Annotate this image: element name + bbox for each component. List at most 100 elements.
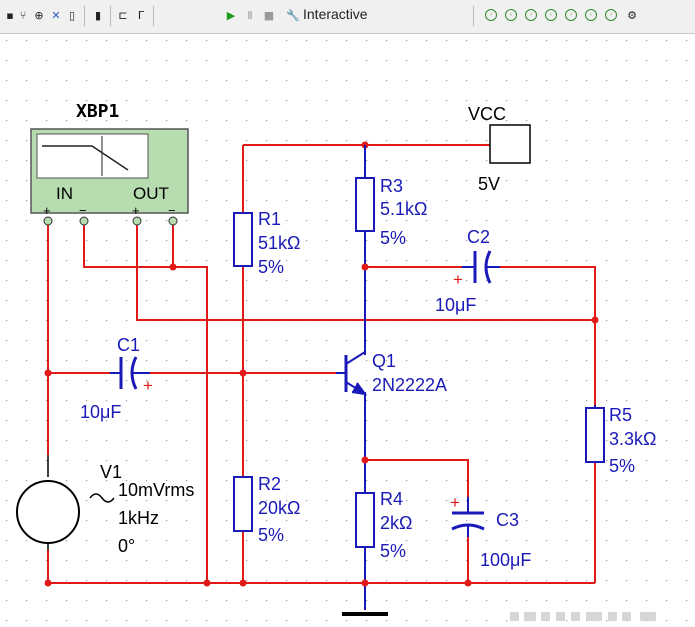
bode-in-label: IN [56,184,73,203]
resistor-r2[interactable]: R2 20kΩ 5% [233,474,300,545]
analysis-fourier-icon[interactable]: ◦ [605,9,617,21]
bode-out-minus-sign: − [168,203,176,218]
q1-name: Q1 [372,351,396,371]
r1-name: R1 [258,209,281,229]
wrench-icon[interactable]: 🔧 [286,8,300,22]
v1-amplitude: 10mVrms [118,480,194,500]
v1-name: V1 [100,462,122,482]
wire-bode-out-plus [136,225,595,321]
connector-icon[interactable]: Γ [137,8,145,22]
bode-screen [36,133,149,179]
pause-icon[interactable]: Ⅱ [247,8,253,22]
r5-name: R5 [609,405,632,425]
r5-tolerance: 5% [609,456,635,476]
r2-name: R2 [258,474,281,494]
c3-value: 100μF [480,550,531,570]
analysis-transient-icon[interactable]: ◦ [525,9,537,21]
probe-icon[interactable]: ▪ [6,8,14,22]
junction-ground-c3 [464,579,472,587]
bode-in-minus-terminal [79,216,89,226]
run-icon[interactable]: ▶ [226,8,236,22]
q1-model: 2N2222A [372,375,447,395]
c1-value: 10μF [80,402,121,422]
transistor-q1[interactable]: Q1 2N2222A [336,350,447,396]
r4-tolerance: 5% [380,541,406,561]
pin-icon[interactable]: ▮ [94,8,102,22]
vcc-name: VCC [468,104,506,124]
junction-output [591,316,599,324]
c1-name: C1 [117,335,140,355]
bode-in-plus-sign: + [43,203,51,218]
r2-tolerance: 5% [258,525,284,545]
r4-value: 2kΩ [380,513,412,533]
stop-icon[interactable]: ■ [263,8,275,22]
junction-ground-r2 [239,579,247,587]
vcc-source[interactable]: VCC 5V [468,104,531,194]
toolbar: ▪ ⑂ ⊕ ✕ ▯ ▮ ⊏ Γ ▶ Ⅱ ■ 🔧 Interactive ◦ ◦ … [0,0,695,34]
c2-name: C2 [467,227,490,247]
component-icon[interactable]: ▯ [68,8,76,22]
toolbar-separator [153,6,154,26]
wire-icon[interactable]: ⊕ [34,8,44,22]
v1-phase: 0° [118,536,135,556]
bode-plotter[interactable]: XBP1 IN OUT + − + − [30,101,189,226]
v1-sine-icon [89,493,115,503]
junction-collector [361,263,369,271]
settings-icon[interactable]: ⚙ [627,8,637,22]
junction-input [44,369,52,377]
bode-out-plus-sign: + [132,203,140,218]
r1-value: 51kΩ [258,233,300,253]
r1-tolerance: 5% [258,257,284,277]
r3-name: R3 [380,176,403,196]
bus-icon[interactable]: ⑂ [19,8,27,22]
junction-ground-main [361,579,369,587]
schematic-canvas[interactable]: VCC 5V XBP1 IN OUT + − + − R1 51kΩ 5% R2… [0,34,695,627]
resistor-r5[interactable]: R5 3.3kΩ 5% [585,405,656,476]
resistor-r3[interactable]: R3 5.1kΩ 5% [355,145,427,248]
junction-base [239,369,247,377]
simulation-mode-label[interactable]: Interactive [303,6,368,22]
wire-c2-to-r5 [497,266,596,405]
analysis-distortion-icon[interactable]: ◦ [585,9,597,21]
ac-source-v1[interactable]: V1 10mVrms 1kHz 0° [16,455,194,556]
bode-in-minus-sign: − [79,203,87,218]
watermark-blur [510,612,656,621]
analysis-dc-icon[interactable]: ◦ [485,9,497,21]
junction-ground-v1 [44,579,52,587]
bode-out-label: OUT [133,184,169,203]
r3-tolerance: 5% [380,228,406,248]
bode-refdes: XBP1 [76,101,119,122]
q1-emitter-arrow [351,382,368,396]
q1-collector-path [345,350,366,365]
junction-emitter [361,456,369,464]
r2-value: 20kΩ [258,498,300,518]
capacitor-c3[interactable]: + C3 100μF [450,493,531,570]
wire-bode-in-minus [83,225,208,583]
grid-background [0,34,695,627]
bode-response-curve [42,145,129,171]
bode-in-plus-terminal [43,216,53,226]
c3-polarity: + [450,493,460,512]
c2-value: 10μF [435,295,476,315]
remove-icon[interactable]: ✕ [51,8,61,22]
r4-name: R4 [380,489,403,509]
toolbar-separator [110,6,111,26]
resistor-r1[interactable]: R1 51kΩ 5% [233,209,300,277]
wire-emitter-node [365,459,469,497]
v1-symbol [16,480,80,544]
capacitor-c1[interactable]: + C1 10μF [80,335,153,422]
analysis-ac-icon[interactable]: ◦ [505,9,517,21]
vcc-value: 5V [478,174,500,194]
toolbar-separator [84,6,85,26]
junction-ground-inminus [203,579,211,587]
toolbar-separator [473,6,474,26]
analysis-sweep-icon[interactable]: ◦ [545,9,557,21]
hier-icon[interactable]: ⊏ [118,8,128,22]
resistor-r4[interactable]: R4 2kΩ 5% [355,489,412,561]
bode-out-plus-terminal [132,216,142,226]
c3-name: C3 [496,510,519,530]
c1-polarity: + [143,376,153,395]
capacitor-c2[interactable]: + C2 10μF [435,227,500,315]
analysis-noise-icon[interactable]: ◦ [565,9,577,21]
v1-frequency: 1kHz [118,508,159,528]
